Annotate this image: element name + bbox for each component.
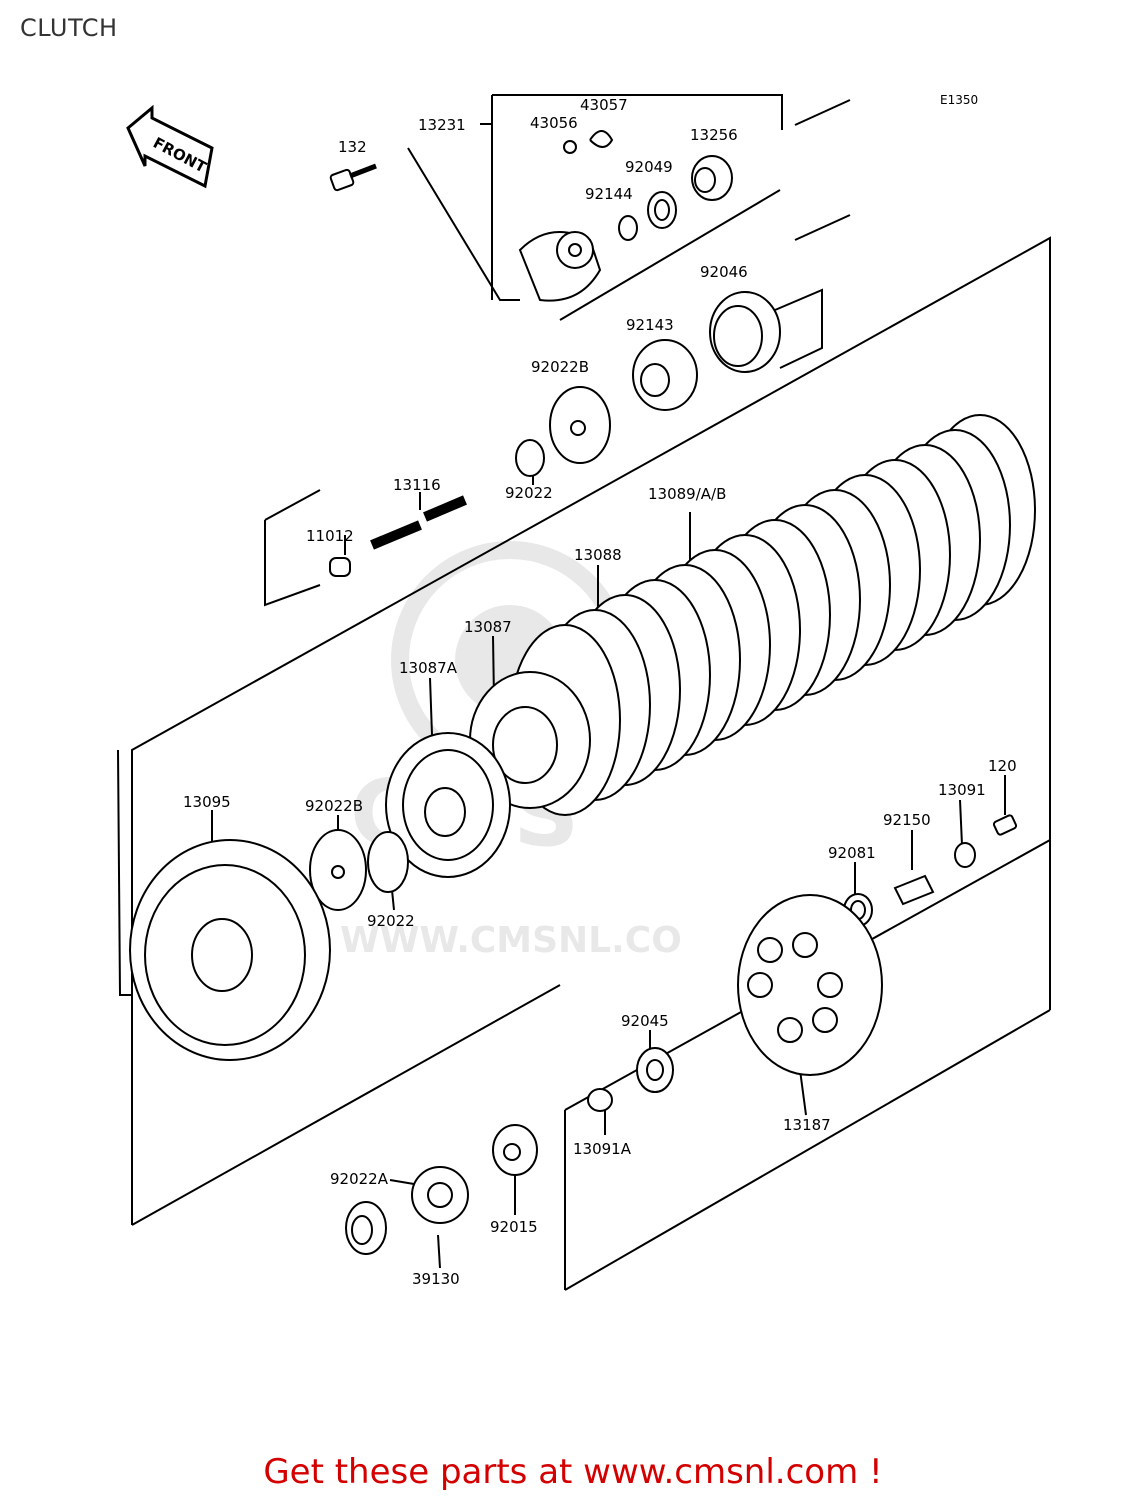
part-label-39130[interactable]: 39130	[412, 1270, 460, 1288]
part-label-13187[interactable]: 13187	[783, 1116, 831, 1134]
cap-13091A-icon	[587, 1088, 613, 1112]
bolt-132-icon	[329, 163, 377, 192]
part-label-43056[interactable]: 43056	[530, 114, 578, 132]
pushrod-13116-icon	[370, 495, 467, 550]
bearing-92143-icon	[632, 339, 698, 411]
part-label-92022B-top[interactable]: 92022B	[531, 358, 589, 376]
seal-92049-icon	[647, 191, 677, 229]
part-label-92022-top[interactable]: 92022	[505, 484, 553, 502]
clip-43057-icon	[589, 130, 614, 148]
clutch-housing-13095-icon	[129, 839, 331, 1061]
spring-plate-39130-icon	[411, 1166, 469, 1224]
washer-92022B-top-icon	[549, 386, 611, 464]
part-label-13231[interactable]: 13231	[418, 116, 466, 134]
part-label-43057[interactable]: 43057	[580, 96, 628, 114]
part-label-92045[interactable]: 92045	[621, 1012, 669, 1030]
ball-11012-icon	[329, 557, 351, 577]
drawing-code: E1350	[940, 93, 978, 107]
part-label-92150[interactable]: 92150	[883, 811, 931, 829]
part-label-13087[interactable]: 13087	[464, 618, 512, 636]
part-label-13095[interactable]: 13095	[183, 793, 231, 811]
sleeve-92022A-icon	[345, 1201, 387, 1255]
part-label-92049[interactable]: 92049	[625, 158, 673, 176]
bolt-92150-icon	[893, 874, 935, 906]
screw-43056-icon	[563, 140, 577, 154]
part-label-92022B-mid[interactable]: 92022B	[305, 797, 363, 815]
frame-upper	[117, 749, 132, 996]
screw-120-icon	[992, 814, 1018, 836]
part-label-13087A[interactable]: 13087A	[399, 659, 458, 677]
release-box	[492, 94, 783, 130]
release-lever-13231-icon	[518, 231, 602, 302]
part-label-13088[interactable]: 13088	[574, 546, 622, 564]
part-label-92144[interactable]: 92144	[585, 185, 633, 203]
part-label-92143[interactable]: 92143	[626, 316, 674, 334]
part-label-92022A[interactable]: 92022A	[330, 1170, 389, 1188]
part-label-132[interactable]: 132	[338, 138, 367, 156]
pressure-plate-13187-icon	[737, 894, 883, 1076]
part-label-13091[interactable]: 13091	[938, 781, 986, 799]
part-label-13256[interactable]: 13256	[690, 126, 738, 144]
nut-92015-icon	[492, 1124, 538, 1176]
bearing-13256-icon	[691, 155, 733, 201]
part-label-13089[interactable]: 13089/A/B	[648, 485, 726, 503]
part-label-11012[interactable]: 11012	[306, 527, 354, 545]
page-title: CLUTCH	[20, 14, 118, 42]
seal-92144-icon	[618, 215, 638, 241]
part-label-120[interactable]: 120	[988, 757, 1017, 775]
frame-lower	[131, 984, 561, 1226]
front-direction-arrow-icon: FRONT	[126, 104, 214, 189]
part-label-92022-mid[interactable]: 92022	[367, 912, 415, 930]
part-label-92081[interactable]: 92081	[828, 844, 876, 862]
washer-92022-top-icon	[515, 439, 545, 477]
washer-13091-icon	[954, 842, 976, 868]
part-label-13116[interactable]: 13116	[393, 476, 441, 494]
washer-92022B-mid-icon	[309, 829, 367, 911]
part-label-13091A[interactable]: 13091A	[573, 1140, 632, 1158]
washer-92022-mid-icon	[367, 831, 409, 893]
needle-bearing-92046-icon	[709, 291, 781, 373]
frame-main	[131, 236, 1051, 1225]
footer-parts-link[interactable]: Get these parts at www.cmsnl.com !	[263, 1452, 883, 1492]
pressure-plate-13087A-icon	[385, 732, 511, 878]
part-label-92046[interactable]: 92046	[700, 263, 748, 281]
part-label-92015[interactable]: 92015	[490, 1218, 538, 1236]
bearing-92045-icon	[636, 1047, 674, 1093]
